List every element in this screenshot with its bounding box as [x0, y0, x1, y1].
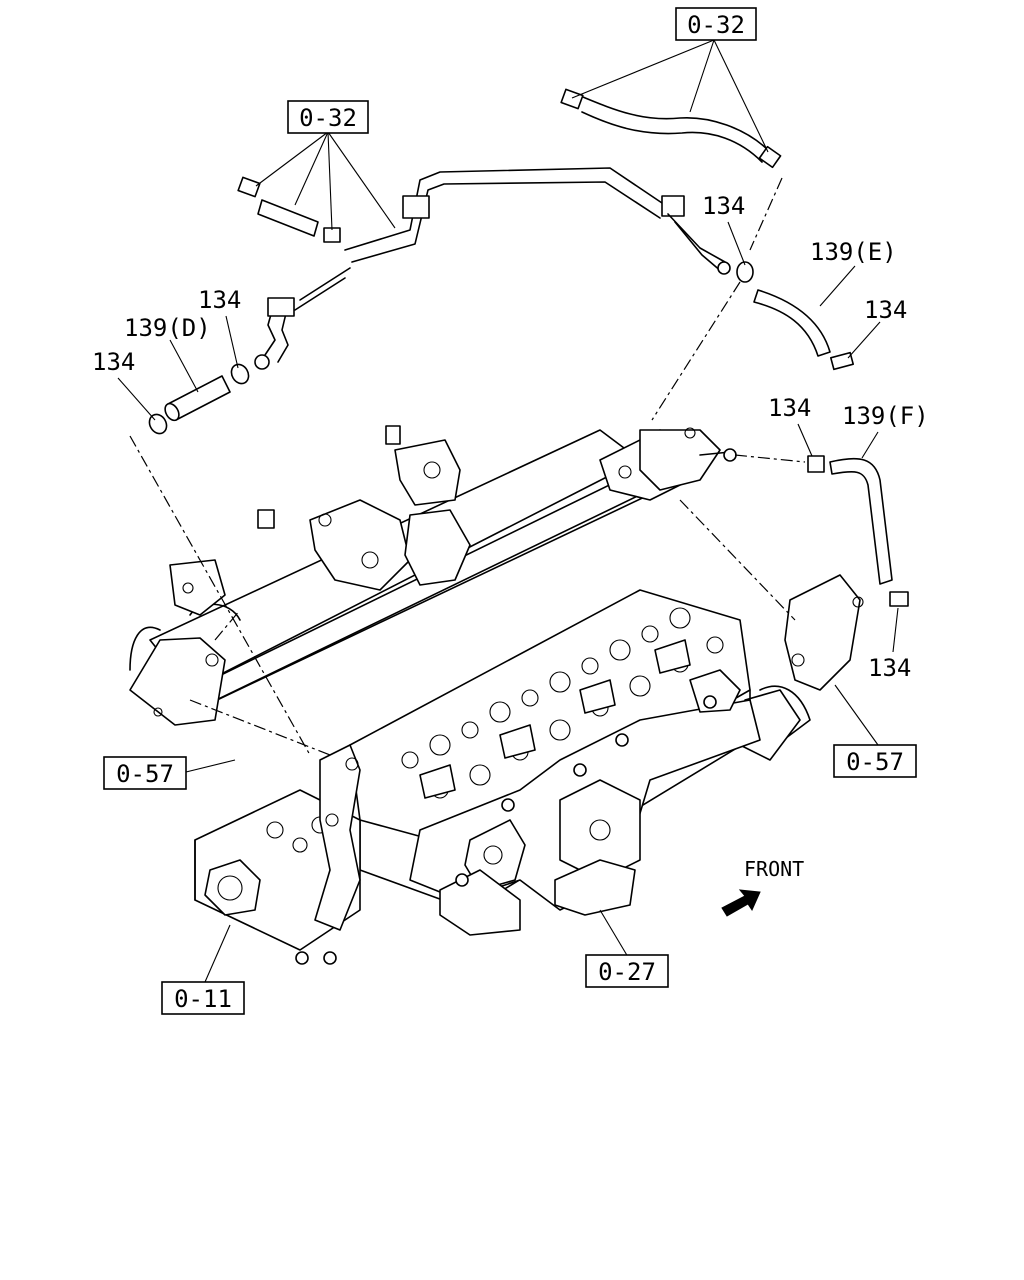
ref-box-0-57-right: 0-57 [833, 744, 917, 778]
clamp-134-e [736, 261, 754, 283]
front-label: FRONT [744, 857, 804, 881]
exhaust-manifold [409, 669, 761, 936]
svg-text:0-57: 0-57 [116, 760, 174, 788]
label-139-d: 139(D) [124, 314, 211, 342]
leader-lines [117, 39, 899, 983]
label-134-f-top: 134 [768, 394, 811, 422]
egr-valve-housing [169, 425, 471, 616]
label-134-f-bottom: 134 [868, 654, 911, 682]
assembly-guide-lines [129, 177, 806, 756]
hose-139-f [829, 457, 909, 607]
svg-text:0-11: 0-11 [174, 985, 232, 1013]
hose-139-d [164, 375, 231, 422]
hose-139-e [753, 289, 855, 371]
egr-right-elbow [639, 427, 864, 761]
ref-box-0-27: 0-27 [585, 954, 669, 988]
upper-left-pipe-assembly [237, 167, 731, 370]
egr-left-elbow [314, 744, 361, 931]
ref-box-0-11: 0-11 [161, 981, 245, 1015]
svg-text:0-27: 0-27 [598, 958, 656, 986]
svg-text:0-57: 0-57 [846, 748, 904, 776]
clamp-134-right [230, 363, 250, 385]
upper-right-hose-assembly [560, 88, 782, 169]
ref-box-0-32-top-left: 0-32 [287, 100, 369, 134]
label-134-e-bottom: 134 [864, 296, 907, 324]
label-134-d-left: 134 [92, 348, 135, 376]
svg-text:0-32: 0-32 [687, 11, 745, 39]
label-139-e: 139(E) [810, 238, 897, 266]
label-134-e-top: 134 [702, 192, 745, 220]
ref-box-0-32-top-right: 0-32 [675, 7, 757, 41]
ref-box-0-57-left: 0-57 [103, 756, 187, 790]
svg-text:0-32: 0-32 [299, 104, 357, 132]
label-134-d-right: 134 [198, 286, 241, 314]
clamp-134-f [807, 455, 825, 473]
label-139-f: 139(F) [842, 402, 929, 430]
front-arrow-icon [721, 889, 761, 917]
